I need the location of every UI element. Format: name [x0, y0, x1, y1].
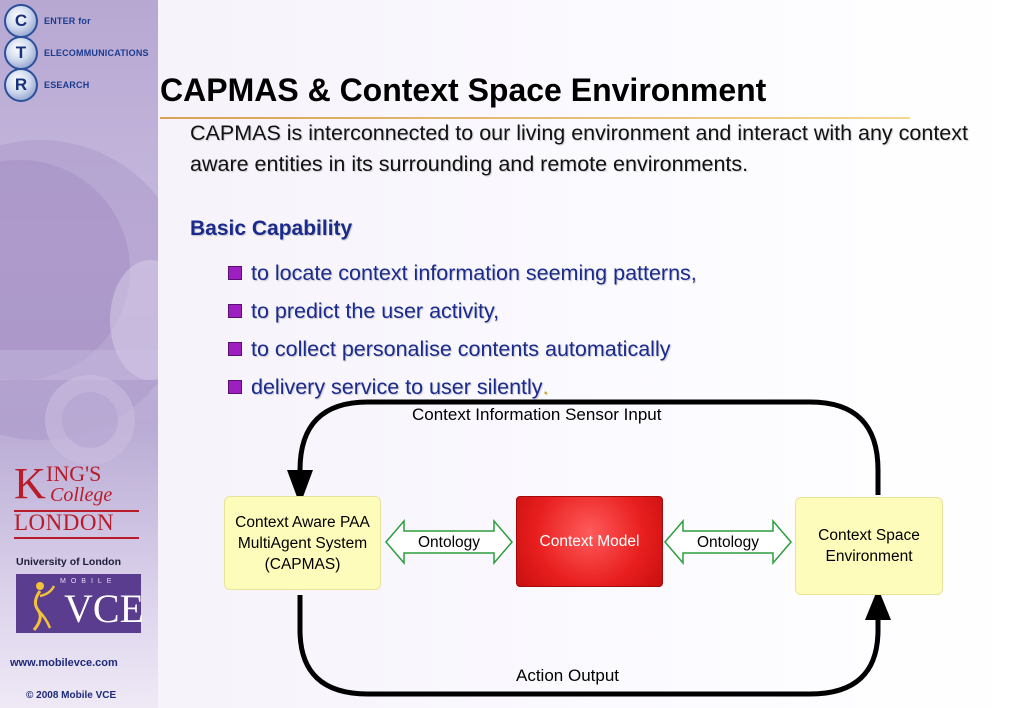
capability-list: to locate context information seeming pa… — [228, 254, 697, 406]
ctr-letter-c: C — [4, 4, 38, 38]
capmas-box: Context Aware PAA MultiAgent System (CAP… — [224, 496, 381, 590]
square-bullet-icon — [228, 304, 242, 318]
ctr-logo-row-t: T ELECOMMUNICATIONS — [4, 36, 149, 70]
ontology-left-label: Ontology — [417, 533, 481, 551]
vce-text: VCE — [64, 586, 144, 631]
ctr-logo-row-c: C ENTER for — [4, 4, 91, 38]
ctr-text-t: ELECOMMUNICATIONS — [44, 48, 149, 58]
square-bullet-icon — [228, 266, 242, 280]
kings-k: K — [14, 459, 46, 508]
diagram-top-label: Context Information Sensor Input — [412, 405, 662, 424]
bullet-text: to collect personalise contents automati… — [251, 336, 671, 361]
list-item: delivery service to user silently. — [228, 368, 697, 406]
title-underline — [160, 117, 910, 119]
list-item: to predict the user activity, — [228, 292, 697, 330]
university-of-london: University of London — [16, 556, 121, 568]
mobile-vce-logo: MOBILE VCE — [16, 574, 144, 633]
list-item: to locate context information seeming pa… — [228, 254, 697, 292]
vce-mobile-text: MOBILE — [60, 578, 117, 585]
copyright: © 2008 Mobile VCE — [26, 690, 117, 701]
ctr-letter-t: T — [4, 36, 38, 70]
ontology-right-label: Ontology — [696, 533, 760, 551]
diagram-bottom-label: Action Output — [516, 666, 620, 685]
website-url[interactable]: www.mobilevce.com — [10, 657, 118, 669]
square-bullet-icon — [228, 342, 242, 356]
bullet-trail: . — [542, 374, 549, 399]
ctr-text-c: ENTER for — [44, 16, 91, 26]
sidebar: C ENTER for T ELECOMMUNICATIONS R ESEARC… — [0, 0, 158, 708]
bullet-text: to locate context information seeming pa… — [251, 260, 697, 285]
figure-icon — [32, 582, 56, 631]
sidebar-background-art — [0, 140, 158, 465]
kings-london: LONDON — [14, 510, 115, 535]
kings-college: College — [50, 484, 113, 506]
bullet-text: to predict the user activity, — [251, 298, 500, 323]
square-bullet-icon — [228, 380, 242, 394]
intro-paragraph: CAPMAS is interconnected to our living e… — [190, 121, 968, 176]
kings-rule-top — [14, 510, 139, 512]
context-space-environment-box: Context Space Environment — [795, 497, 943, 595]
list-item: to collect personalise contents automati… — [228, 330, 697, 368]
ctr-logo-row-r: R ESEARCH — [4, 68, 89, 102]
kings-ings: ING'S — [46, 461, 102, 486]
basic-capability-heading: Basic Capability — [190, 217, 353, 240]
ctr-letter-r: R — [4, 68, 38, 102]
slide-title: CAPMAS & Context Space Environment — [160, 72, 767, 108]
context-model-box: Context Model — [516, 496, 663, 587]
kings-rule-bottom — [14, 537, 139, 539]
ctr-text-r: ESEARCH — [44, 80, 90, 90]
bullet-text: delivery service to user silently — [251, 374, 543, 399]
